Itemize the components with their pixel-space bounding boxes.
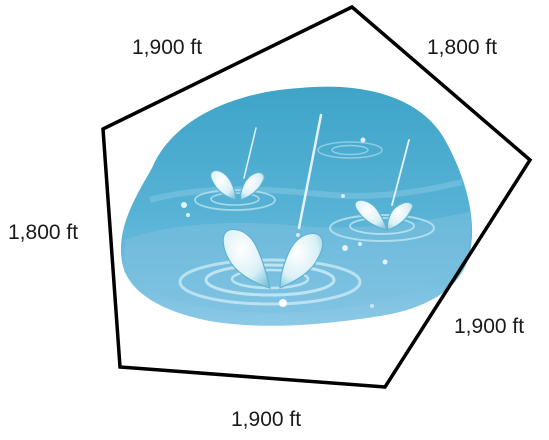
ripple-top-1 — [317, 141, 383, 159]
sparkle-9 — [296, 233, 300, 237]
sparkle-8 — [341, 194, 345, 198]
pond — [120, 86, 473, 326]
drop-large-left — [222, 228, 271, 289]
sparkle-6 — [358, 242, 362, 246]
sparkle-3 — [186, 213, 190, 217]
drop-left-right — [239, 171, 265, 201]
drop-right-left — [354, 199, 388, 231]
pentagon-outline — [101, 4, 533, 389]
side-label-left: 1,800 ft — [8, 221, 79, 244]
splash-drops — [210, 169, 414, 289]
pond-highlight-band — [149, 179, 463, 203]
sparkle-7 — [382, 259, 388, 265]
rain-streaks — [243, 113, 410, 230]
rain-streak-1 — [297, 113, 323, 230]
side-label-bottom: 1,900 ft — [231, 408, 302, 431]
sparkle-2 — [181, 202, 187, 208]
ripples — [178, 141, 435, 306]
side-label-bottom-right: 1,900 ft — [454, 315, 525, 338]
rain-streak-3 — [391, 139, 410, 206]
drop-left-left — [210, 169, 237, 201]
ripple-top-2 — [331, 144, 369, 156]
ripple-right-1 — [329, 214, 435, 242]
side-label-top-right: 1,800 ft — [427, 36, 498, 59]
sparkle-5 — [342, 245, 348, 251]
ripple-large-1 — [178, 258, 362, 306]
drop-right-right — [386, 201, 414, 231]
ripple-large-2 — [204, 263, 336, 297]
rain-streak-2 — [243, 127, 257, 179]
side-label-top-left: 1,900 ft — [132, 36, 203, 59]
sparkle-10 — [370, 304, 374, 308]
ripple-left-1 — [194, 189, 276, 211]
sparkle-1 — [279, 299, 287, 307]
water-sparkles — [181, 137, 388, 308]
sparkle-4 — [360, 137, 366, 143]
drop-large-right — [279, 232, 324, 289]
